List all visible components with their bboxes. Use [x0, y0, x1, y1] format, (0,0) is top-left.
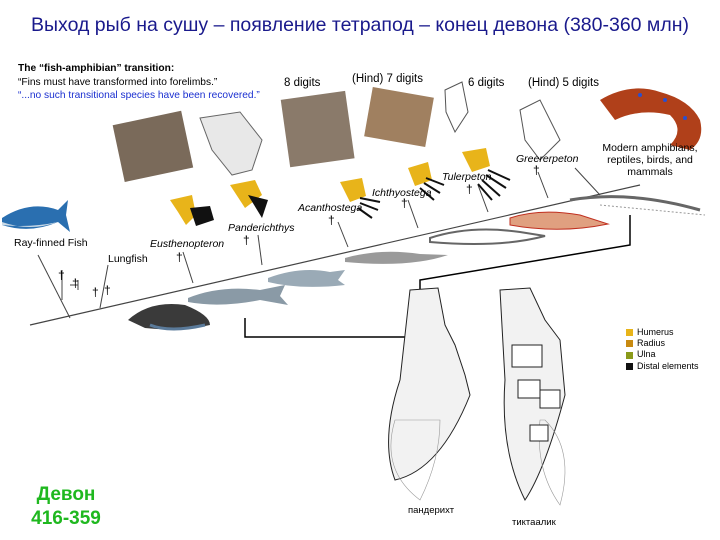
legend-item: Humerus — [626, 327, 699, 338]
label-greererpeton: Greererpeton — [516, 153, 579, 165]
label-hind-7-digits: (Hind) 7 digits — [352, 73, 423, 85]
slide-title: Выход рыб на сушу – появление тетрапод –… — [31, 14, 689, 36]
extinct-dagger: † — [58, 268, 65, 282]
caption-tiktaalik: тиктаалик — [512, 517, 556, 528]
quote-fins: “Fins must have transformed into forelim… — [18, 76, 218, 88]
label-lungfish: Lungfish — [108, 253, 148, 265]
extinct-dagger: † — [466, 182, 473, 196]
period-name: Девон — [36, 484, 96, 505]
quote-no-transitional: “...no such transitional species have be… — [18, 90, 260, 101]
legend-swatch — [626, 329, 633, 337]
transition-box: The “fish-amphibian” transition: “Fins m… — [18, 62, 260, 103]
label-panderichthys: Panderichthys — [228, 222, 295, 234]
label-8-digits: 8 digits — [284, 77, 321, 89]
legend-item: Radius — [626, 338, 699, 349]
extinct-dagger: † — [104, 283, 111, 297]
caption-panderichthys: пандерихт — [408, 505, 455, 516]
fin-drawings — [388, 287, 566, 506]
extinct-dagger: † — [328, 213, 335, 227]
label-ray-finned-fish: Ray-finned Fish — [14, 237, 88, 249]
period-label: Девон 416-359 — [14, 483, 118, 531]
extinct-dagger: † — [72, 276, 79, 290]
extinct-dagger: † — [243, 233, 250, 247]
legend-item: Ulna — [626, 349, 699, 360]
label-ichthyostega: Ichthyostega — [372, 187, 432, 199]
extinct-dagger: † — [401, 196, 408, 210]
label-6-digits: 6 digits — [468, 77, 505, 89]
bone-legend: Humerus Radius Ulna Distal elements — [626, 327, 699, 372]
extinct-dagger: † — [176, 250, 183, 264]
legend-swatch — [626, 362, 633, 370]
legend-swatch — [626, 351, 633, 359]
label-eusthenopteron: Eusthenopteron — [150, 238, 225, 250]
label-acanthostega: Acanthostega — [298, 202, 363, 214]
period-range: 416-359 — [31, 508, 101, 529]
legend-item: Distal elements — [626, 361, 699, 372]
label-tulerpeton: Tulerpeton — [442, 171, 492, 183]
extinct-dagger: † — [533, 163, 540, 177]
tuna-illustration — [2, 200, 70, 232]
label-hind-5-digits: (Hind) 5 digits — [528, 77, 599, 89]
legend-swatch — [626, 340, 633, 348]
transition-heading: The “fish-amphibian” transition: — [18, 63, 175, 74]
label-modern: Modern amphibians, reptiles, birds, and … — [602, 142, 698, 178]
limb-icons — [170, 148, 511, 226]
extinct-dagger: † — [92, 285, 99, 299]
